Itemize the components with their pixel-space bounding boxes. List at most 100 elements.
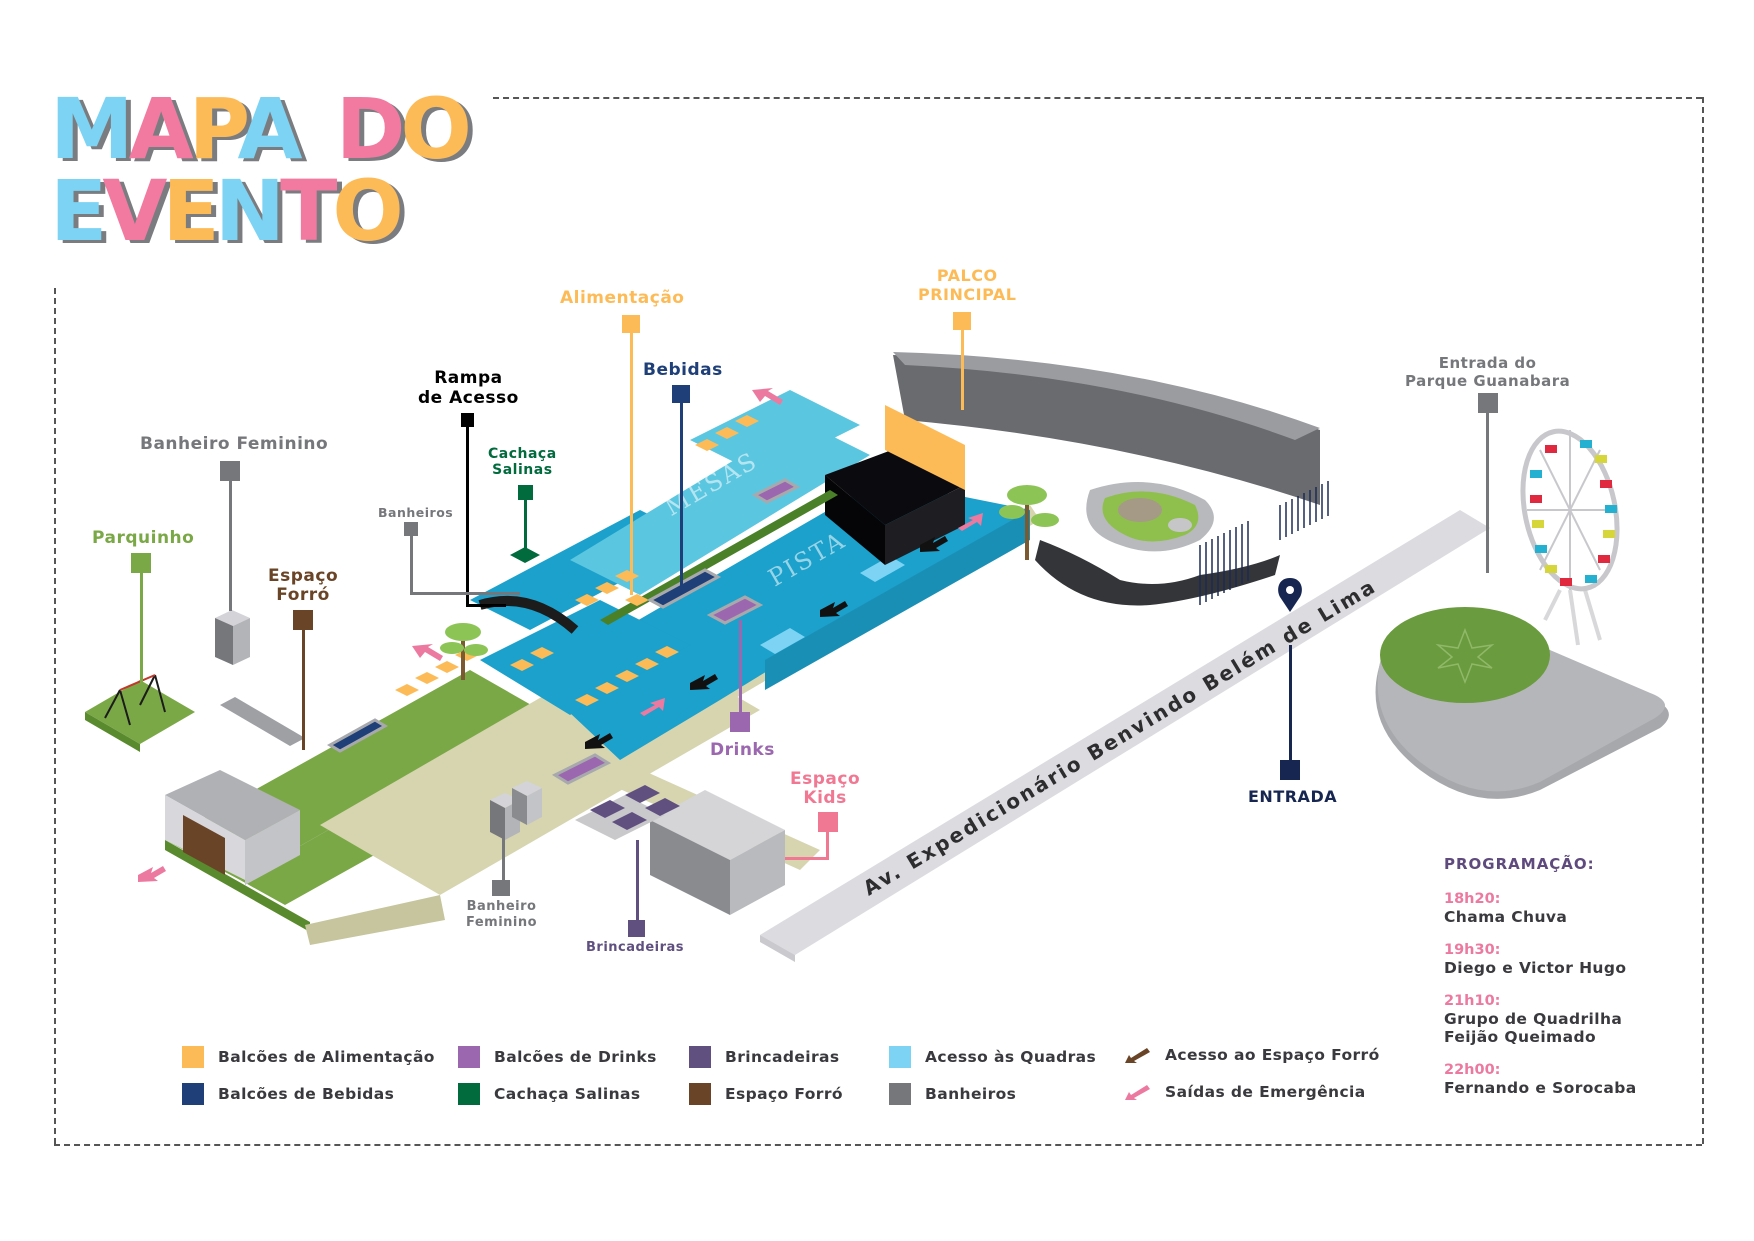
label-cachaca-salinas[interactable]: Cachaça Salinas (488, 446, 557, 478)
label-palco-line2: PRINCIPAL (918, 285, 1017, 304)
title-letter: M (50, 80, 134, 178)
garden-circle (1168, 518, 1192, 532)
location-pin-icon (1278, 578, 1302, 612)
label-banheiro-feminino-bottom[interactable]: Banheiro Feminino (466, 899, 537, 931)
pin-line-kids (826, 832, 829, 860)
legend-item: Acesso ao Espaço Forró (1125, 1046, 1380, 1064)
forro-tent-icon (165, 770, 300, 885)
legend-label: Acesso às Quadras (925, 1048, 1097, 1066)
pin-line-entrada (1289, 645, 1292, 763)
pin-line-kids-h (785, 857, 829, 860)
legend-swatch (458, 1083, 480, 1105)
pin-marker-banheiros (404, 522, 418, 536)
title-line-2: EVENTO (50, 169, 467, 253)
street-road-edge (760, 935, 795, 962)
bebidas-counter-2 (327, 718, 388, 753)
legend-swatch (889, 1083, 911, 1105)
label-parque-guanabara[interactable]: Entrada do Parque Guanabara (1405, 354, 1570, 390)
label-kids-line1: Espaço (790, 769, 861, 789)
title-letter: T (280, 162, 337, 260)
legend-swatch (689, 1083, 711, 1105)
kids-building-icon (575, 785, 785, 915)
label-rampa-acesso[interactable]: Rampa de Acesso (418, 368, 519, 408)
label-palco-principal[interactable]: PALCO PRINCIPAL (918, 266, 1016, 304)
label-kids-line2: Kids (803, 788, 847, 808)
legend-swatch (458, 1046, 480, 1068)
pin-line-banheiro-feminino-top (229, 481, 232, 611)
pin-line-parquinho (140, 573, 143, 685)
drinks-counter-3 (551, 753, 612, 785)
title-letter: A (128, 80, 194, 178)
legend-label: Balcões de Alimentação (218, 1048, 435, 1066)
pin-marker-kids (818, 812, 838, 832)
bathroom-cabins-bottom-icon (490, 781, 542, 840)
legend-item: Brincadeiras (689, 1046, 840, 1068)
label-drinks[interactable]: Drinks (710, 740, 775, 760)
pin-line-cachaca (524, 500, 527, 548)
court-lower (480, 600, 690, 715)
pin-line-rampa (466, 427, 469, 607)
label-banheiro-feminino-top[interactable]: Banheiro Feminino (140, 434, 329, 454)
pin-line-bebidas (680, 403, 683, 590)
label-parque-line2: Parque Guanabara (1405, 372, 1571, 390)
forro-access-arrows (585, 536, 948, 749)
label-brincadeiras[interactable]: Brincadeiras (586, 940, 685, 955)
pin-marker-alimentacao (622, 315, 640, 333)
programacao-title: PROGRAMAÇÃO: (1444, 855, 1595, 873)
programacao-list: 18h20:Chama Chuva 19h30:Diego e Victor Hu… (1444, 891, 1637, 1097)
park-star-icon (1435, 627, 1495, 685)
access-strip-1 (760, 628, 805, 654)
label-rampa-line2: de Acesso (418, 388, 519, 408)
emergency-arrows (138, 388, 983, 882)
label-alimentacao[interactable]: Alimentação (560, 288, 685, 308)
legend-item: Acesso às Quadras (889, 1046, 1096, 1068)
label-banheiros[interactable]: Banheiros (378, 505, 454, 520)
programacao-item: 19h30:Diego e Victor Hugo (1444, 942, 1637, 977)
label-parquinho[interactable]: Parquinho (92, 528, 195, 548)
page-title: MAPA DO EVENTO (50, 87, 472, 253)
pin-line-parque (1486, 413, 1489, 573)
pin-marker-banheiro-feminino-bottom (492, 880, 510, 896)
programacao-item: 21h10:Grupo de Quadrilha Feijão Queimado (1444, 993, 1637, 1046)
pin-line-forro (302, 630, 305, 750)
pin-line-brincadeiras (636, 840, 639, 923)
drinks-counter-2 (751, 478, 801, 504)
pin-marker-forro (293, 610, 313, 630)
lawn-edge (165, 840, 310, 932)
programacao-time: 18h20: (1444, 891, 1501, 907)
parquinho-side (85, 712, 140, 752)
pin-line-palco (961, 330, 964, 410)
title-letter: O (400, 80, 471, 178)
title-letter: A (237, 80, 302, 178)
label-espaco-forro[interactable]: Espaço Forró (268, 567, 338, 605)
programacao-item: 18h20:Chama Chuva (1444, 891, 1637, 926)
swing-icon (104, 674, 166, 726)
label-palco-line1: PALCO (936, 266, 998, 285)
frame-border-bottom (54, 1144, 1702, 1146)
legend-label: Brincadeiras (725, 1048, 840, 1066)
pin-line-rampa-h (466, 604, 506, 607)
title-letter: D (335, 80, 406, 178)
programacao-act: Grupo de Quadrilha Feijão Queimado (1444, 1010, 1623, 1046)
stage-side (825, 475, 885, 565)
label-espaco-kids[interactable]: Espaço Kids (790, 770, 860, 808)
pin-marker-parquinho (131, 553, 151, 573)
food-stands (395, 415, 759, 706)
pin-line-banheiros (410, 536, 413, 594)
legend-swatch (182, 1046, 204, 1068)
park-lawn (1380, 607, 1550, 703)
stage-front (885, 485, 965, 565)
label-bebidas[interactable]: Bebidas (643, 360, 723, 380)
legend-label: Balcões de Bebidas (218, 1085, 395, 1103)
programacao-item: 22h00:Fernando e Sorocaba (1444, 1062, 1637, 1097)
legend-item: Balcões de Drinks (458, 1046, 657, 1068)
legend-item: Balcões de Bebidas (182, 1083, 394, 1105)
title-letter: E (162, 162, 219, 260)
pin-marker-brincadeiras (628, 920, 645, 937)
label-entrada[interactable]: ENTRADA (1248, 787, 1338, 806)
programacao: PROGRAMAÇÃO: 18h20:Chama Chuva 19h30:Dieg… (1444, 855, 1637, 1113)
title-letter: P (188, 80, 243, 178)
legend-item: Banheiros (889, 1083, 1016, 1105)
pin-line-alimentacao (630, 333, 633, 595)
